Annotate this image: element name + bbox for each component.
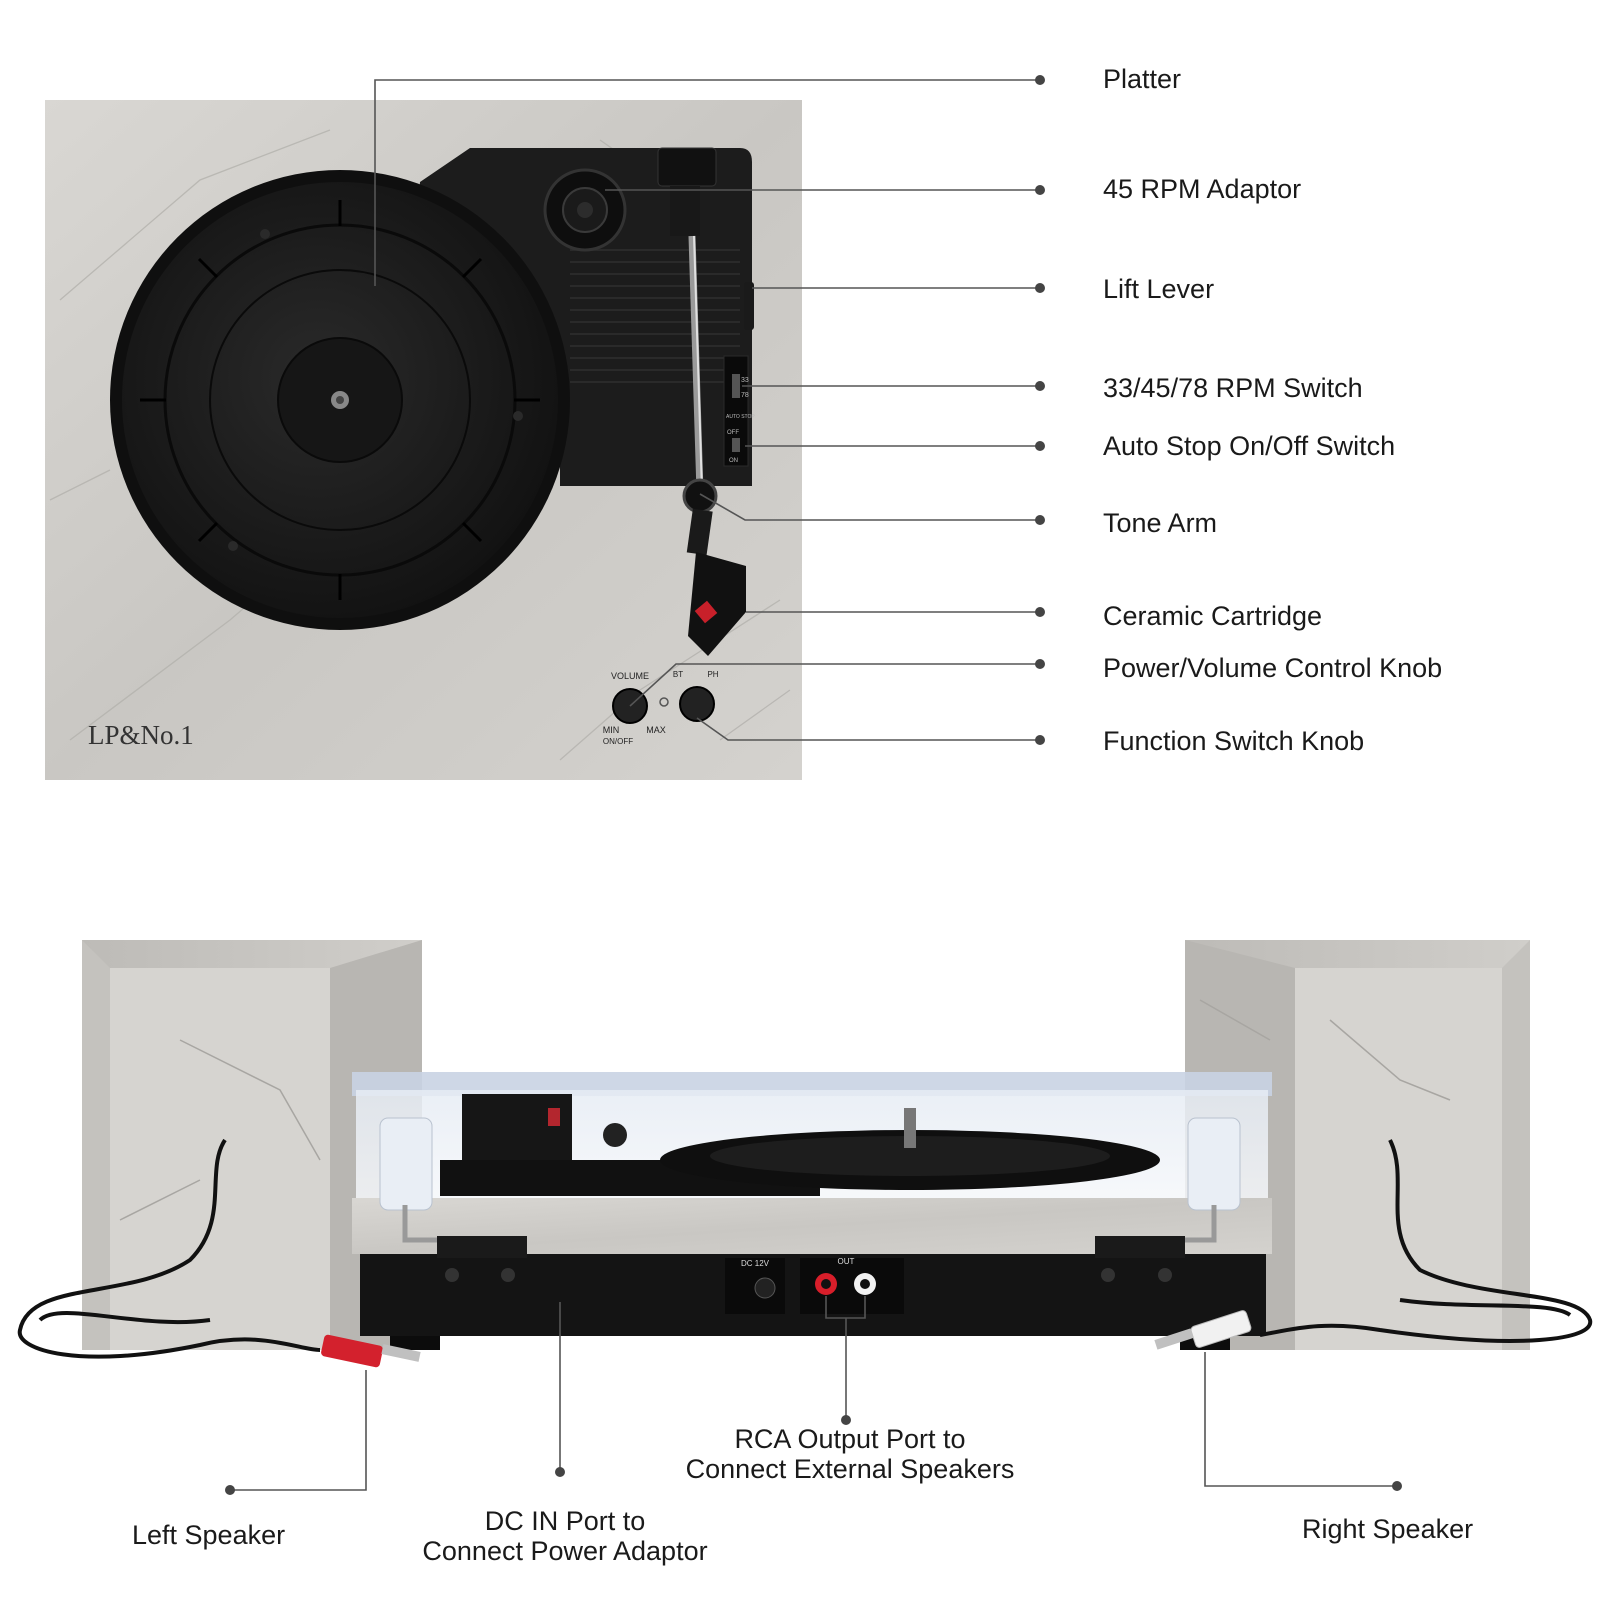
top-view-deck: 33 78 AUTO STOP OFF ON VOLUME xyxy=(45,100,802,780)
rpm-switch-panel: 33 78 AUTO STOP OFF ON xyxy=(723,355,755,467)
brand-logo: LP&No.1 xyxy=(88,720,194,750)
top-leader-lines xyxy=(374,75,1045,745)
function-knob xyxy=(679,686,715,722)
callout-auto-stop-switch: Auto Stop On/Off Switch xyxy=(1103,431,1396,461)
dc-in-port xyxy=(754,1277,776,1299)
auto-stop-text: AUTO STOP xyxy=(726,414,755,420)
lift-lever xyxy=(744,282,754,330)
on-text: ON xyxy=(729,458,738,464)
volume-text: VOLUME xyxy=(611,671,649,681)
callout-function-switch-knob: Function Switch Knob xyxy=(1103,726,1365,756)
tone-arm xyxy=(657,147,718,556)
callout-dc-in: DC IN Port to Connect Power Adaptor xyxy=(400,1506,730,1566)
callout-dc-in-line-1: DC IN Port to xyxy=(484,1506,646,1536)
max-text: MAX xyxy=(646,725,666,735)
callout-rpm-switch: 33/45/78 RPM Switch xyxy=(1103,373,1363,403)
bt-text: BT xyxy=(673,670,683,679)
speaker-cables xyxy=(17,1138,1593,1359)
ceramic-cartridge xyxy=(688,552,746,656)
platter xyxy=(110,170,570,630)
callout-power-volume-knob: Power/Volume Control Knob xyxy=(1103,653,1443,683)
front-view: DC 12V OUT xyxy=(17,940,1593,1368)
base-grooves xyxy=(570,249,740,383)
speed-78-text: 78 xyxy=(741,392,749,399)
rca-plug-red xyxy=(321,1334,421,1368)
speed-33-text: 33 xyxy=(741,377,749,384)
callout-left-speaker: Left Speaker xyxy=(132,1520,286,1550)
turntable-front: DC 12V OUT xyxy=(352,1072,1272,1350)
callout-tone-arm: Tone Arm xyxy=(1103,508,1218,538)
45-rpm-adaptor xyxy=(543,168,627,252)
ph-text: PH xyxy=(707,670,718,679)
callout-platter: Platter xyxy=(1103,64,1182,94)
onoff-text: ON/OFF xyxy=(603,737,633,746)
platter-ticks xyxy=(140,200,540,600)
off-text: OFF xyxy=(727,430,739,436)
out-port-text: OUT xyxy=(838,1257,855,1266)
callout-dc-in-line-2: Connect Power Adaptor xyxy=(422,1536,708,1566)
callout-rca-out-line-1: RCA Output Port to xyxy=(734,1424,966,1454)
callout-rca-out-line-2: Connect External Speakers xyxy=(685,1454,1015,1484)
rca-plug-white xyxy=(1154,1310,1252,1350)
callout-right-speaker: Right Speaker xyxy=(1302,1514,1474,1544)
callout-45-rpm-adaptor: 45 RPM Adaptor xyxy=(1103,174,1302,204)
callout-rca-out: RCA Output Port to Connect External Spea… xyxy=(670,1424,1030,1484)
dc-port-text: DC 12V xyxy=(741,1259,770,1268)
min-text: MIN xyxy=(603,725,620,735)
callout-lift-lever: Lift Lever xyxy=(1103,274,1215,304)
bottom-leader-lines xyxy=(225,1296,1402,1495)
callout-ceramic-cartridge: Ceramic Cartridge xyxy=(1103,601,1323,631)
